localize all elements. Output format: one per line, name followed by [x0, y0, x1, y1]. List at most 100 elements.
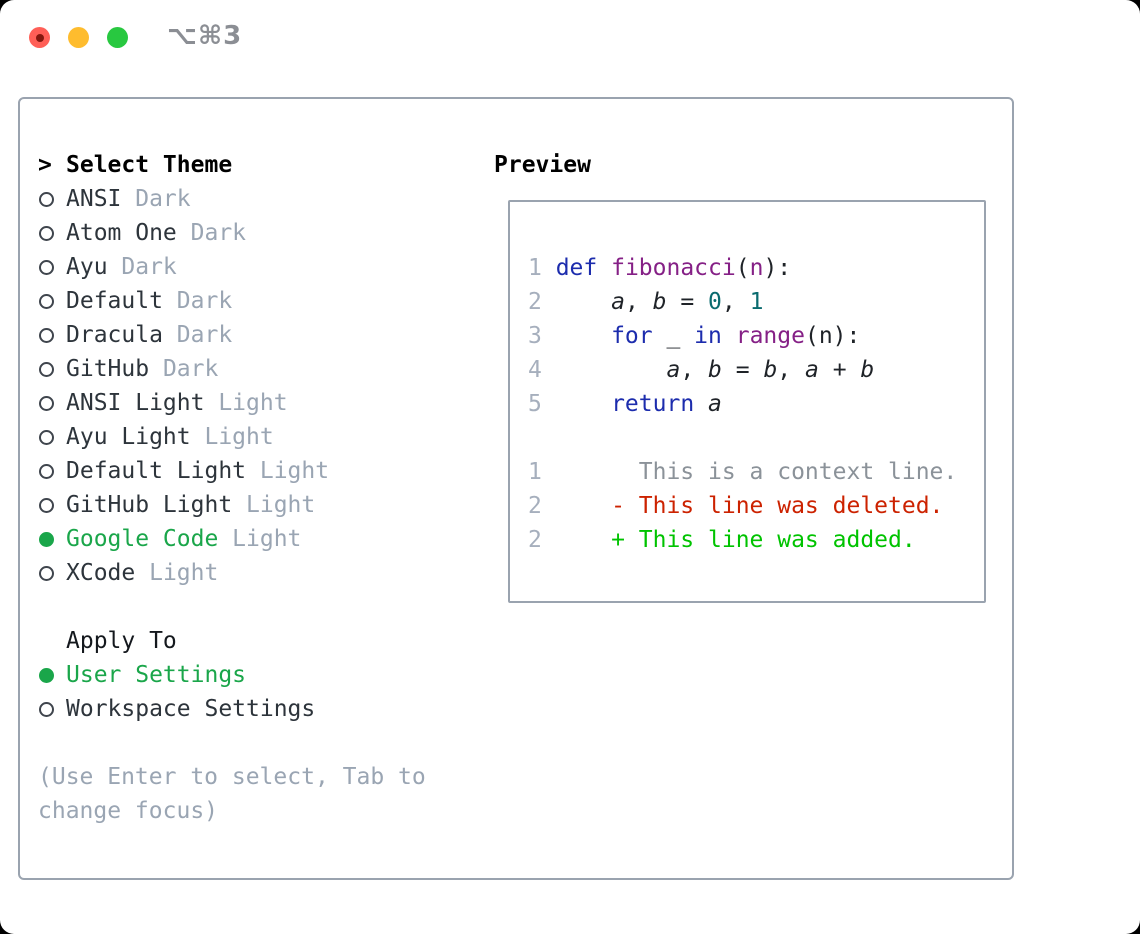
hint-text: (Use Enter to select, Tab to change focu…: [38, 764, 426, 824]
theme-name: Ayu: [66, 254, 108, 280]
radio-selected-icon: [39, 668, 54, 683]
theme-variant: Dark: [121, 254, 177, 280]
theme-variant: Light: [218, 390, 288, 416]
theme-name: Default Light: [66, 458, 247, 484]
radio-icon: [39, 430, 54, 445]
diff-line-context: 1 This is a context line.: [528, 455, 984, 489]
code-segment-pl: (n):: [804, 323, 861, 349]
code-segment-pl: ,: [777, 357, 805, 383]
line-number: 1: [528, 459, 542, 485]
radio-cell: [38, 420, 66, 454]
radio-icon: [39, 294, 54, 309]
theme-option-dracula[interactable]: Dracula Dark: [38, 318, 484, 352]
minimize-button[interactable]: [68, 27, 89, 48]
line-number: 2: [528, 289, 542, 315]
theme-option-xcode[interactable]: XCode Light: [38, 556, 484, 590]
line-number: 3: [528, 323, 542, 349]
apply-option-label: User Settings: [66, 662, 247, 688]
theme-variant: Dark: [162, 356, 219, 382]
apply-option-label: Workspace Settings: [66, 696, 316, 722]
radio-icon: [39, 396, 54, 411]
code-segment-fn: n: [749, 255, 764, 281]
diff-line-deleted: 2 - This line was deleted.: [528, 489, 984, 523]
radio-cell: [38, 386, 66, 420]
radio-cell: [38, 454, 66, 488]
theme-variant: Light: [149, 560, 219, 586]
theme-variant: Light: [246, 492, 316, 518]
radio-selected-icon: [39, 532, 54, 547]
theme-name: Atom One: [66, 220, 177, 246]
line-number: 4: [528, 357, 542, 383]
code-segment-pl: [556, 357, 667, 383]
code-segment-var: b: [763, 357, 778, 383]
apply-to-header: Apply To: [38, 624, 484, 658]
theme-option-ansi-light[interactable]: ANSI Light Light: [38, 386, 484, 420]
diff-line-text: This is a context line.: [555, 459, 958, 485]
radio-cell: [38, 284, 66, 318]
theme-name: Dracula: [66, 322, 163, 348]
titlebar: ⌥⌘3: [0, 0, 1140, 76]
theme-variant: Dark: [176, 322, 233, 348]
code-segment-kw: in: [694, 323, 722, 349]
code-segment-kw: for: [611, 323, 653, 349]
zoom-button[interactable]: [107, 27, 128, 48]
theme-name: Google Code: [66, 526, 219, 552]
code-segment-pl: [597, 255, 611, 281]
apply-to-title: Apply To: [66, 628, 177, 654]
code-segment-var: b: [652, 289, 667, 315]
line-number: 2: [528, 527, 542, 553]
code-segment-var: a: [666, 357, 681, 383]
apply-option-workspace-settings[interactable]: Workspace Settings: [38, 692, 484, 726]
diff-line-text: + This line was added.: [555, 527, 916, 553]
radio-icon: [39, 260, 54, 275]
radio-icon: [39, 566, 54, 581]
theme-name: ANSI: [66, 186, 122, 212]
theme-name: XCode: [66, 560, 136, 586]
code-segment-pl: _: [652, 323, 695, 349]
code-segment-pl: [556, 323, 611, 349]
radio-icon: [39, 226, 54, 241]
theme-name: GitHub Light: [66, 492, 233, 518]
code-segment-pl: =: [721, 357, 764, 383]
line-number: 2: [528, 493, 542, 519]
theme-option-ayu[interactable]: Ayu Dark: [38, 250, 484, 284]
code-segment-fn: range: [735, 323, 805, 349]
apply-to-indent: [38, 624, 66, 658]
code-line-text: a, b = b, a + b: [556, 353, 874, 387]
radio-cell: [38, 692, 66, 726]
diff-line-text: - This line was deleted.: [555, 493, 944, 519]
code-line: 5 return a: [528, 387, 984, 421]
radio-cell: [38, 216, 66, 250]
code-line-text: a, b = 0, 1: [556, 285, 763, 319]
code-segment-pl: [694, 391, 708, 417]
radio-cell: [38, 522, 66, 556]
theme-name: ANSI Light: [66, 390, 205, 416]
radio-icon: [39, 328, 54, 343]
code-line: 3 for _ in range(n):: [528, 319, 984, 353]
prompt-icon: >: [38, 152, 52, 178]
close-button[interactable]: [29, 27, 50, 48]
apply-option-user-settings[interactable]: User Settings: [38, 658, 484, 692]
radio-icon: [39, 362, 54, 377]
theme-variant: Light: [259, 458, 330, 484]
line-number: 1: [528, 255, 542, 281]
code-segment-var: a: [611, 289, 625, 315]
theme-option-default-light[interactable]: Default Light Light: [38, 454, 484, 488]
code-segment-pl: +: [818, 357, 861, 383]
theme-option-github-light[interactable]: GitHub Light Light: [38, 488, 484, 522]
code-segment-var: b: [708, 357, 722, 383]
select-theme-header: > Select Theme: [38, 148, 484, 182]
code-segment-pl: (: [735, 255, 750, 281]
